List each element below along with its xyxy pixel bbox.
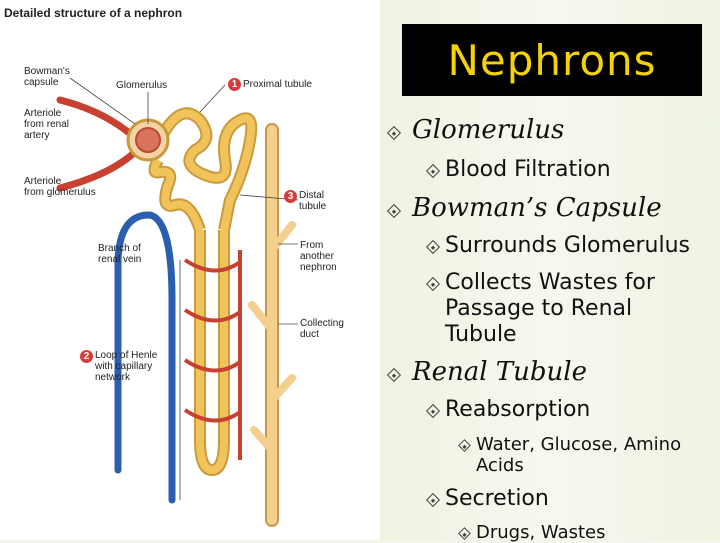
glomerulus [135, 127, 161, 153]
number-badge: 2 [80, 350, 93, 363]
bullet-blood-filtration: Blood Filtration [445, 157, 611, 183]
slide-title: Nephrons [447, 36, 657, 85]
bullet-bowmans-capsule: Bowman’s Capsule [412, 193, 662, 223]
number-badge: 3 [284, 190, 297, 203]
label-glomerulus: Glomerulus [116, 80, 168, 91]
label-arteriole-renal-artery: Arteriole from renal artery [24, 108, 70, 141]
renal-vein [114, 211, 176, 504]
label-distal-tubule: 3 Distal tubule [284, 190, 326, 234]
loop-of-henle-text: Loop of Henle with capillary network [95, 350, 158, 383]
bullet-secretion: Secretion [445, 486, 549, 512]
bullet-text: Bowman’s Capsule [412, 193, 662, 223]
bullet-text: Drugs, Wastes [476, 522, 606, 543]
bullet-text: Glomerulus [412, 115, 565, 145]
bullet-text: Surrounds Glomerulus [445, 233, 690, 258]
bullet-text: Collects Wastes for Passage to Renal Tub… [445, 270, 655, 347]
bullet-text: Water, Glucose, Amino Acids [476, 434, 682, 476]
bullet-drugs-wastes: Drugs, Wastes [476, 522, 605, 543]
bullet-surrounds-glomerulus: Surrounds Glomerulus [445, 233, 690, 259]
nephron-diagram [56, 77, 299, 527]
collecting-duct [248, 123, 296, 527]
bullet-collects-wastes: Collects Wastes for Passage to Renal Tub… [445, 270, 675, 348]
bullet-glomerulus: Glomerulus [412, 115, 564, 145]
distal-tubule-text: Distal tubule [299, 190, 327, 212]
bullet-water-glucose: Water, Glucose, Amino Acids [476, 434, 706, 476]
nephron-figure-panel: Detailed structure of a nephron [0, 0, 380, 540]
slide-title-box: Nephrons [402, 24, 702, 96]
bullet-reabsorption: Reabsorption [445, 397, 590, 423]
bullet-text: Reabsorption [445, 397, 591, 422]
label-collecting-duct: Collecting duct [300, 318, 344, 340]
bullet-renal-tubule: Renal Tubule [412, 357, 587, 387]
label-bowmans-capsule: Bowman's capsule [24, 66, 70, 88]
label-branch-renal-vein: Branch of renal vein [98, 243, 142, 265]
bullet-text: Secretion [445, 486, 549, 511]
label-from-another-nephron: From another nephron [300, 240, 337, 273]
arteriole-in [56, 96, 132, 136]
number-badge: 1 [228, 78, 241, 91]
proximal-tubule-text: Proximal tubule [243, 79, 312, 91]
label-loop-of-henle: 2 Loop of Henle with capillary network [80, 350, 157, 394]
figure-title: Detailed structure of a nephron [4, 6, 183, 20]
bullet-text: Renal Tubule [412, 357, 587, 387]
arteriole-out [56, 148, 139, 192]
capillary-network [183, 250, 242, 460]
bullet-text: Blood Filtration [445, 157, 611, 182]
label-arteriole-glomerulus: Arteriole from glomerulus [24, 176, 96, 198]
